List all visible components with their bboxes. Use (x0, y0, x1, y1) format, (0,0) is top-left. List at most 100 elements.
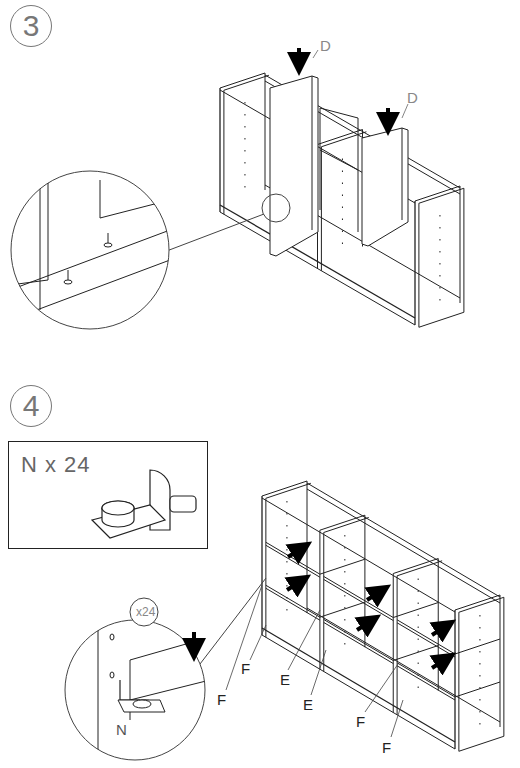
cabinet-edge (261, 496, 262, 635)
cabinet-edge (479, 651, 480, 653)
cabinet-edge (463, 188, 464, 312)
cabinet-edge (344, 595, 345, 597)
cabinet-edge (342, 206, 343, 208)
part-label: F (356, 714, 365, 729)
cabinet-edge (244, 138, 245, 140)
cabinet-edge (418, 578, 419, 580)
cabinet-edge (286, 537, 287, 539)
cabinet-edge (439, 227, 440, 229)
cabinet-edge (219, 88, 220, 212)
step-number: 4 (10, 385, 52, 427)
cabinet-edge (500, 595, 501, 727)
cabinet-edge (324, 579, 393, 620)
cabinet-edge (266, 585, 320, 617)
cabinet-edge (342, 194, 343, 196)
cabinet-edge (323, 532, 324, 671)
cabinet-edge (342, 242, 343, 244)
cabinet-edge (344, 583, 345, 585)
cabinet-edge (418, 602, 419, 604)
cabinet-edge (458, 612, 459, 751)
cabinet-edge (244, 174, 245, 176)
cabinet-edge (418, 662, 419, 664)
cabinet-edge (286, 513, 287, 515)
cabinet-edge (321, 132, 366, 147)
cabinet-edge (286, 573, 287, 575)
cabinet-edge (286, 549, 287, 551)
cabinet-edge (439, 215, 440, 217)
cabinet-edge (459, 597, 504, 612)
cabinet-edge (397, 576, 398, 715)
cabinet-edge (262, 628, 455, 742)
cabinet-edge (318, 130, 363, 145)
cabinet-edge (344, 619, 345, 621)
cabinet-edge (244, 102, 245, 104)
cabinet-edge (320, 515, 365, 530)
cabinet-edge (324, 576, 393, 617)
cabinet-edge (418, 638, 419, 640)
cabinet-edge (265, 73, 266, 190)
part-label: F (382, 740, 391, 755)
cabinet-edge (321, 147, 322, 271)
cabinet-edge (397, 561, 442, 576)
cabinet-edge (320, 108, 358, 118)
cabinet-edge (397, 666, 455, 700)
cabinet-edge (320, 150, 358, 170)
cabinet-edge (286, 561, 287, 563)
cabinet-edge (418, 614, 419, 616)
cabinet-edge (262, 635, 455, 749)
part-label: E (280, 672, 290, 687)
cabinet-edge (393, 574, 394, 713)
cabinet-edge (454, 610, 455, 749)
cabinet-edge (358, 118, 359, 232)
cabinet-edge (344, 643, 345, 645)
cabinet-edge (479, 639, 480, 641)
cabinet-edge (342, 170, 343, 172)
cabinet-edge (479, 663, 480, 665)
cabinet-edge (455, 639, 500, 654)
cabinet-edge (460, 186, 461, 303)
part-label: E (303, 697, 313, 712)
part-label: N (116, 722, 127, 737)
cabinet-edge (344, 571, 345, 573)
cabinet-edge (320, 559, 365, 574)
node-text: 4 (23, 389, 40, 423)
cabinet-edge (418, 686, 419, 688)
cabinet-edge (393, 646, 438, 661)
cabinet-edge (307, 489, 500, 603)
cabinet-edge (342, 182, 343, 184)
cabinet-edge (459, 736, 504, 751)
node-text: 3 (23, 9, 40, 43)
part-label: F (241, 661, 250, 676)
cabinet-edge (244, 114, 245, 116)
cabinet-edge (439, 263, 440, 265)
cabinet-edge (439, 287, 440, 289)
cabinet-edge (479, 711, 480, 713)
cabinet-edge (439, 275, 440, 277)
cabinet-edge (324, 619, 393, 660)
cabinet-edge (266, 545, 320, 577)
cabinet-edge (244, 162, 245, 164)
cabinet-edge (286, 609, 287, 611)
cabinet-edge (415, 186, 460, 201)
part-label: D (320, 38, 331, 53)
cabinet-edge (342, 230, 343, 232)
cabinet-edge (479, 627, 480, 629)
cabinet-edge (286, 585, 287, 587)
cabinet-edge (265, 498, 266, 637)
cabinet-edge (418, 203, 419, 327)
cabinet-edge (439, 239, 440, 241)
parts-box: N x 24 (8, 441, 208, 549)
cabinet-edge (342, 158, 343, 160)
cabinet-edge (479, 615, 480, 617)
cabinet-edge (414, 201, 415, 325)
node-text: N x 24 (21, 452, 91, 478)
cabinet-edge (397, 663, 455, 697)
cabinet-edge (418, 626, 419, 628)
cabinet-edge (344, 547, 345, 549)
cabinet-edge (223, 90, 224, 214)
cabinet-edge (244, 186, 245, 188)
part-label: F (217, 692, 226, 707)
cabinet-edge (455, 595, 500, 610)
cabinet-edge (307, 483, 500, 597)
